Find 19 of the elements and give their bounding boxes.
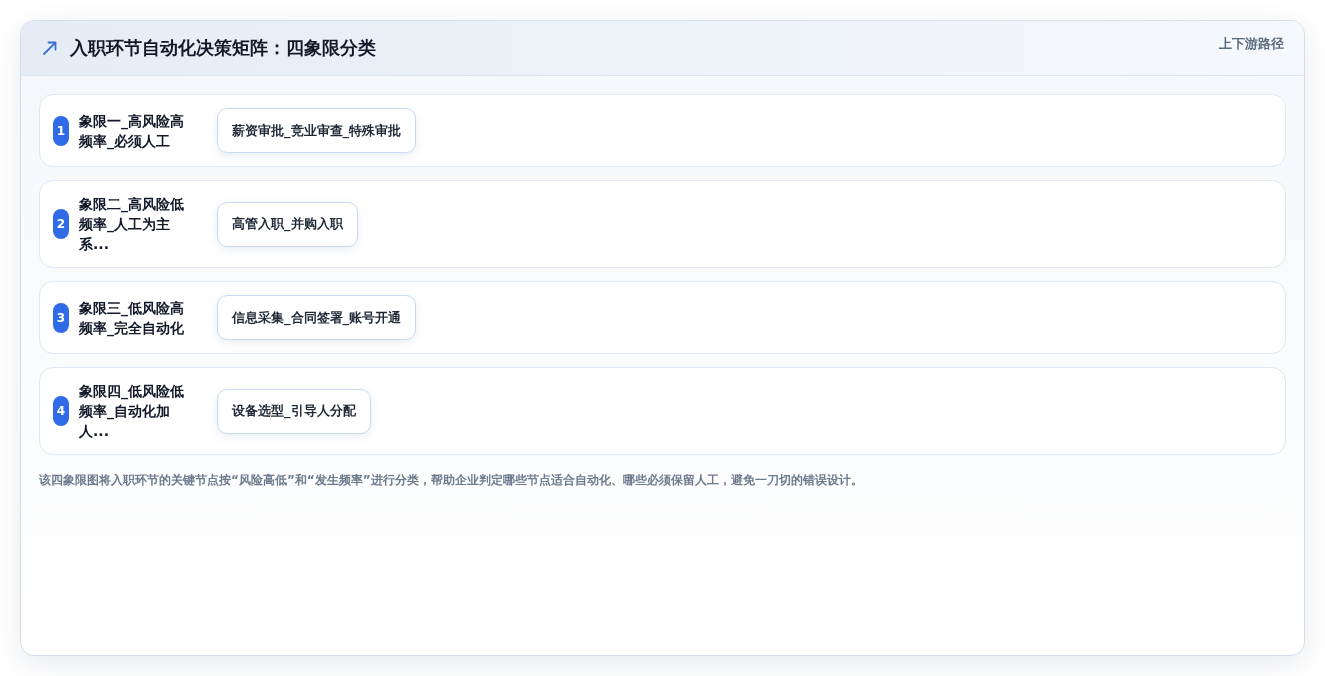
scenario-chip: 高管入职_并购入职 xyxy=(217,201,358,247)
quadrant-label: 象限四_低风险低频率_自动化加人... xyxy=(79,382,185,441)
caption-text: 该四象限图将入职环节的关键节点按“风险高低”和“发生频率”进行分类，帮助企业判定哪些节点适合自动化、哪些必须保留人工，避免一刀切的错误设计。 xyxy=(39,472,864,488)
number-badge: 4 xyxy=(53,396,69,426)
number-badge: 2 xyxy=(53,209,69,239)
quadrant-label: 象限二_高风险低频率_人工为主系... xyxy=(79,195,185,254)
header-note: 上下游路径 xyxy=(1219,36,1284,52)
quadrant-row xyxy=(39,281,1286,354)
quadrant-row xyxy=(39,94,1286,167)
scenario-chip: 信息采集_合同签署_账号开通 xyxy=(217,295,416,340)
quadrant-label: 象限一_高风险高频率_必须人工 xyxy=(79,111,185,151)
diagram-title: 入职环节自动化决策矩阵：四象限分类 xyxy=(70,36,376,60)
quadrant-row xyxy=(39,180,1286,268)
number-badge: 1 xyxy=(53,115,69,146)
quadrant-row xyxy=(39,367,1286,455)
quadrant-label: 象限三_低风险高频率_完全自动化 xyxy=(79,298,185,338)
number-badge: 3 xyxy=(53,302,69,333)
scenario-chip: 设备选型_引导人分配 xyxy=(217,388,371,434)
scenario-chip: 薪资审批_竞业审查_特殊审批 xyxy=(217,108,416,153)
